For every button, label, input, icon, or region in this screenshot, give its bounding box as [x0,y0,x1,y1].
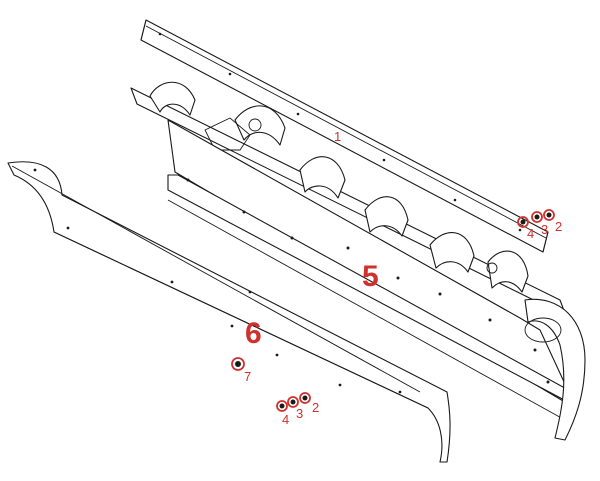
callout-part-5: 5 [362,260,379,293]
callout-lower-washer: 4 [282,412,289,427]
part-6-plow-blade [7,161,451,463]
part-5-moldboard-frame [130,81,586,441]
callout-upper-lockwasher: 3 [541,222,548,237]
callout-part-6: 6 [245,317,262,350]
upper-hardware-set [517,209,555,228]
callout-lower-nut: 2 [312,400,319,415]
part-1-cutting-edge-strip [140,19,549,253]
callout-part-7: 7 [244,369,251,384]
lower-hardware-set [276,392,311,412]
callout-part-1: 1 [334,129,341,144]
callout-upper-washer: 4 [527,226,534,241]
callout-upper-nut: 2 [555,219,562,234]
part-7-bolt [231,357,245,371]
callout-lower-lockwasher: 3 [296,406,303,421]
